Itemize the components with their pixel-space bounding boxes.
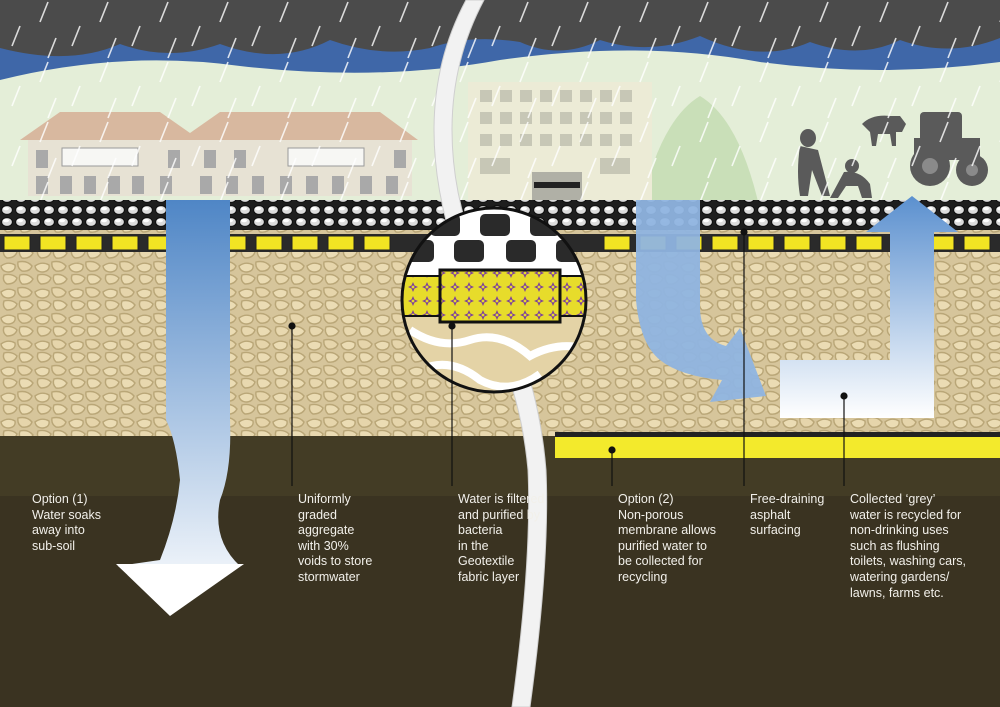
filtered-label: Water is filtered and purified by bacter… [458,492,545,584]
aggregate-label: Uniformly graded aggregate with 30% void… [298,492,373,584]
rain [0,0,1000,210]
magnifier-lens [402,208,586,392]
recycle-up-arrow [780,196,958,418]
drain-pipe [433,0,548,707]
option2-label: Option (2) Non-porous membrane allows pu… [618,492,716,584]
collection-down-arrow [636,200,766,402]
geotextile-segments [3,235,991,251]
asphalt-label: Free-draining asphalt surfacing [750,492,825,538]
option1-label: Option (1) Water soaks away into sub-soi… [32,492,102,553]
non-porous-membrane [555,436,1000,458]
greywater-label: Collected ‘grey’ water is recycled for n… [850,492,967,600]
soakaway-arrow [118,200,240,612]
magnifier-ring [400,206,588,394]
leader-lines [288,228,848,486]
soakaway-arrow-head [116,564,244,616]
membrane-edge [555,432,1000,437]
